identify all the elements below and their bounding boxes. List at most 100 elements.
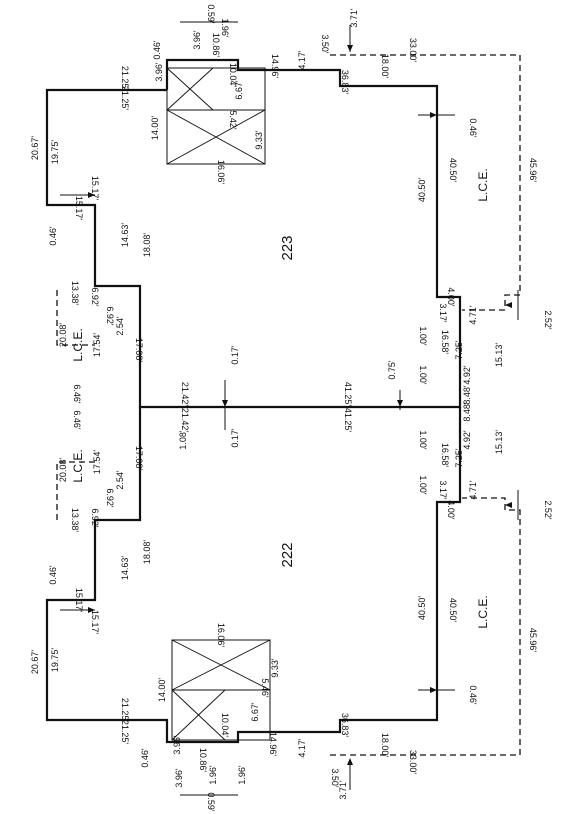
dim-label: 21.25' [120, 698, 130, 723]
dim-label: 4.00' [446, 500, 456, 520]
room-223-wall [45, 58, 462, 409]
dim-label: 17.08' [134, 446, 144, 471]
dim-label: 40.50' [448, 158, 458, 183]
dim-label: 1.00' [418, 365, 428, 385]
dim-label: 1.08' [178, 430, 188, 450]
dim-label: 1.96' [220, 18, 230, 38]
room-222-wall [45, 407, 462, 744]
arrow-head [347, 758, 353, 765]
dim-label: 40.50' [448, 598, 458, 623]
dim-label: 9.33' [254, 130, 264, 150]
dim-label: 7.25' [454, 340, 464, 360]
dim-label: 4.71' [468, 480, 478, 500]
dim-label: 9.33' [270, 658, 280, 678]
room-222-fixture-x2 [171, 639, 271, 691]
dim-label: 1.00' [418, 430, 428, 450]
dimension-labels-upper: 0.59' 3.96' 1.96' 10.86' 10.04' 3.96' 0.… [30, 4, 553, 406]
dim-label: 10.86' [211, 33, 221, 58]
dim-label: 0.46' [152, 40, 162, 60]
dim-label: 14.63' [120, 223, 130, 248]
dim-label: 3.96' [174, 768, 184, 788]
lce-label: L.C.E. [476, 595, 490, 628]
dim-label: 0.46' [468, 118, 478, 138]
dim-label: 3.96' [154, 62, 164, 82]
dim-label: 3.96' [192, 30, 202, 50]
dim-label: 13.38' [70, 281, 80, 306]
dim-label: 6.92' [90, 508, 100, 528]
dim-label: 15.17' [74, 196, 84, 221]
dim-label: 2.52' [543, 500, 553, 520]
room-223-lce-boundary [56, 290, 95, 346]
dim-label: 21.42' [180, 408, 190, 433]
dim-label: 1.96' [237, 765, 247, 785]
dim-label: 17.54' [92, 333, 102, 358]
dim-label: 40.50' [417, 178, 427, 203]
dim-label: 36.83' [340, 70, 350, 95]
dim-label: 2.54' [115, 470, 125, 490]
arrow-head [505, 502, 512, 508]
arrow-head [347, 45, 353, 52]
dim-label: 3.17' [438, 480, 448, 500]
dim-label: 17.08' [134, 338, 144, 363]
dim-label: 20.08' [58, 323, 68, 348]
arrow-head [88, 607, 95, 613]
room-222-lce-boundary [56, 461, 95, 520]
dim-label: 0.46' [468, 685, 478, 705]
dim-label: 3.50' [320, 34, 330, 54]
dim-label: 1.00' [418, 326, 428, 346]
dim-label: 45.96' [528, 628, 538, 653]
dim-label: 14.96' [268, 732, 278, 757]
dim-label: 2.52' [543, 310, 553, 330]
dim-label: 3.50' [330, 768, 340, 788]
dim-label: 16.06' [216, 623, 226, 648]
dim-label: 15.17' [90, 176, 100, 201]
dim-label: 18.08' [142, 233, 152, 258]
dim-label: 4.71' [468, 305, 478, 325]
dim-label: 45.96' [528, 158, 538, 183]
dim-label: 8.48' [462, 385, 472, 405]
dim-label: 40.50' [417, 596, 427, 621]
dim-label: 15.17' [90, 610, 100, 635]
dim-label: 4.17' [297, 50, 307, 70]
dim-label: 20.08' [58, 458, 68, 483]
dim-label: 21.25' [120, 720, 130, 745]
dim-label: 1.00' [418, 475, 428, 495]
dim-label: 6.92' [90, 287, 100, 307]
dim-label: 6.67' [250, 702, 260, 722]
room-label-223: 223 [279, 235, 296, 260]
dim-label: 2.54' [115, 316, 125, 336]
dim-label: 21.25' [120, 86, 130, 111]
dim-label: 6.67' [234, 80, 244, 100]
room-222-fixture-x4 [171, 689, 226, 741]
dim-label: 3.71' [349, 8, 359, 28]
dim-label: 20.67' [30, 136, 40, 161]
dim-label: 0.17' [230, 428, 240, 448]
dim-label: 10.86' [198, 748, 208, 773]
dim-label: 6.46' [72, 384, 82, 404]
dim-label: 14.00' [150, 116, 160, 141]
dim-label: 0.46' [140, 748, 150, 768]
dimension-labels-lower: 6.46' 21.42' 1.08' 0.17' 41.25' 8.48' 4.… [30, 402, 553, 812]
dim-label: 14.96' [270, 54, 280, 79]
dim-label: 4.92' [462, 365, 472, 385]
dim-label: 0.46' [48, 565, 58, 585]
arrow-head [430, 687, 437, 693]
lce-label: L.C.E. [71, 449, 85, 482]
room-223-plan [45, 21, 521, 430]
dim-label: 20.67' [30, 650, 40, 675]
dim-label: 15.17' [74, 588, 84, 613]
dim-label: 19.75' [50, 140, 60, 165]
dim-label: 4.92' [462, 430, 472, 450]
arrow-head [222, 400, 228, 407]
dim-label: 18.00' [380, 54, 390, 79]
dim-label: 10.04' [220, 713, 230, 738]
dim-label: 16.06' [216, 160, 226, 185]
arrow-head [88, 192, 95, 198]
dim-label: 17.54' [92, 450, 102, 475]
dim-label: 15.13' [494, 430, 504, 455]
dim-label: 19.75' [50, 648, 60, 673]
dim-label: 3.71' [338, 780, 348, 800]
arrow-head [397, 400, 403, 407]
dim-label: 3.17' [438, 303, 448, 323]
